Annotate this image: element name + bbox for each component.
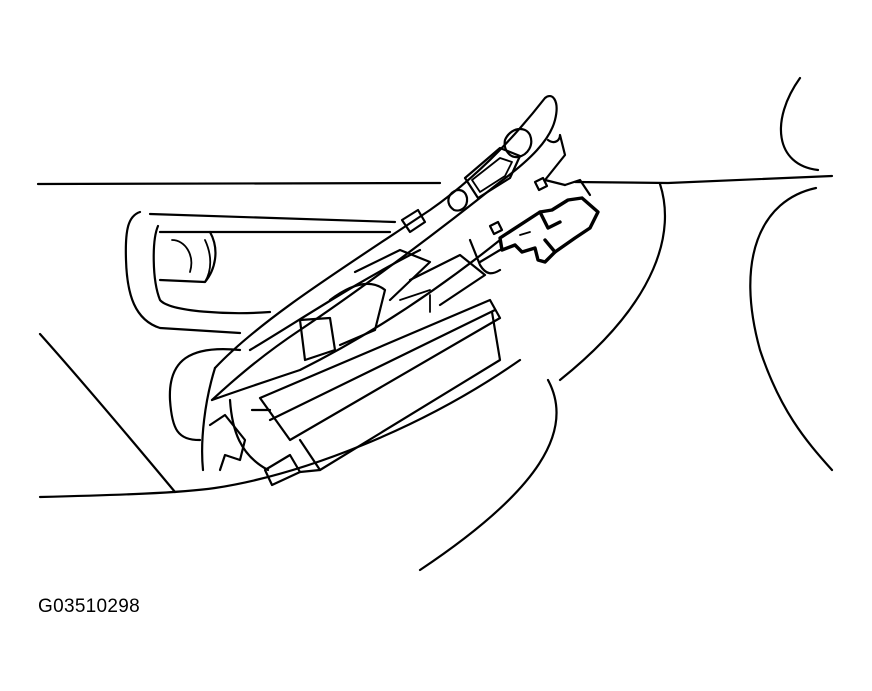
door-handle-recess xyxy=(124,210,397,442)
figure-id-label: G03510298 xyxy=(38,596,141,617)
switch-connector xyxy=(478,178,600,264)
armrest-switch-base xyxy=(201,95,558,487)
power-window-master-switch xyxy=(400,127,567,275)
door-panel-outline xyxy=(36,76,834,572)
